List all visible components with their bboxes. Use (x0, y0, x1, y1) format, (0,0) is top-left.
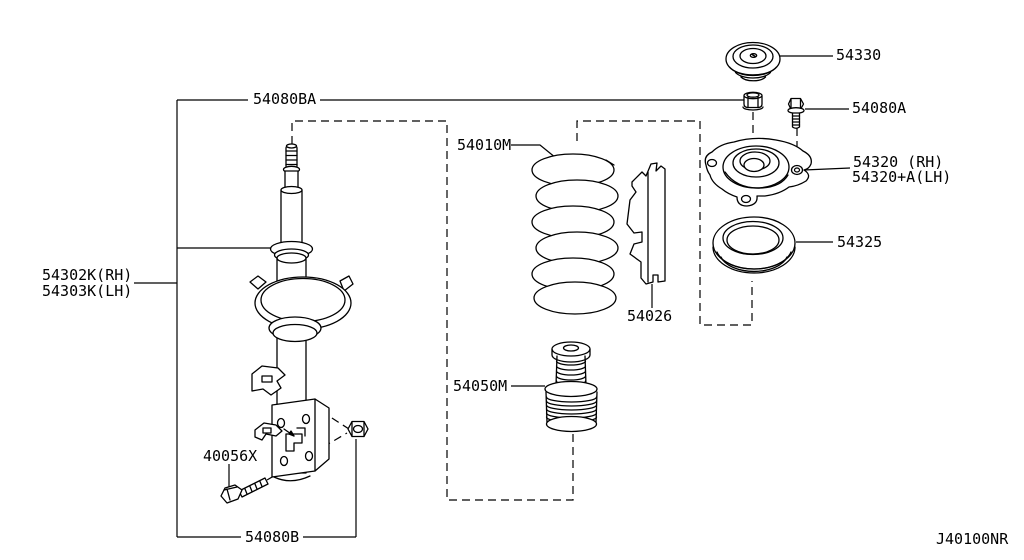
strut-bearing-drawing (712, 216, 796, 274)
label-bracket-bolt: 40056X (203, 447, 257, 465)
bracket-bolt-drawing (220, 477, 269, 504)
mount-bolt-drawing (787, 97, 805, 129)
label-mount-bolt: 54080A (852, 99, 906, 117)
strut-rod-tip (282, 143, 301, 190)
label-bound-bumper: 54050M (453, 377, 507, 395)
label-bracket-nut-bolt: 54080B (245, 528, 299, 546)
label-spring-rubber-sheet: 54026 (627, 307, 672, 325)
bound-bumper-drawing (544, 341, 598, 433)
strut-mount-drawing (704, 137, 812, 207)
strut-lower-bracket (271, 398, 330, 482)
group-outline-mount-parts (576, 120, 753, 326)
strut-bracket-clip (254, 422, 283, 441)
strut-clamp-bracket (251, 365, 286, 396)
label-mount-lh: 54320+A(LH) (852, 168, 951, 186)
bracket-nut-drawing (347, 420, 369, 438)
label-coil-spring: 54010M (457, 136, 511, 154)
spring-rubber-sheet-drawing (626, 162, 666, 285)
strut-spring-seat (249, 275, 354, 343)
label-rod-nut: 54080BA (253, 90, 316, 108)
figure-code: J40100NR (936, 530, 1009, 548)
rod-nut-drawing (742, 91, 764, 111)
labels: 54080BA 54302K(RH) 54303K(LH) 54010M 540… (42, 46, 1009, 548)
label-strut-rh: 54302K(RH) (42, 266, 132, 284)
label-strut-lh: 54303K(LH) (42, 282, 132, 300)
group-outline-strut-spring (291, 120, 574, 501)
label-cap: 54330 (836, 46, 881, 64)
strut-assembly-drawing (249, 143, 354, 482)
label-mount-rh: 54320 (RH) (853, 153, 943, 171)
cap-drawing (725, 41, 781, 82)
leader-lines (134, 55, 851, 538)
label-strut-bearing: 54325 (837, 233, 882, 251)
coil-spring-drawing (531, 153, 619, 315)
